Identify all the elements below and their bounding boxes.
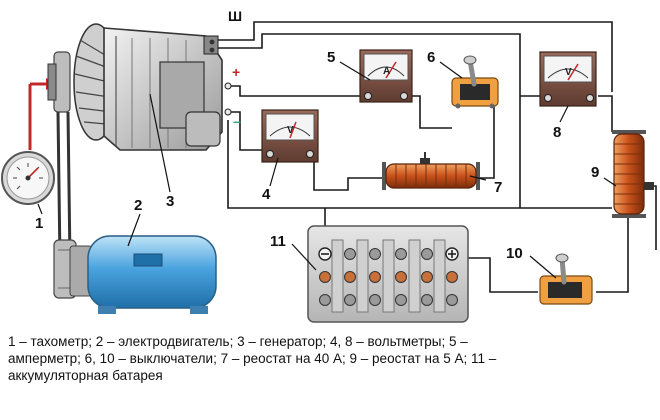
negative-terminal-label: –: [233, 113, 241, 129]
cell-connector: [382, 239, 395, 313]
cell-connector: [331, 239, 344, 313]
voltmeter-4: [261, 109, 319, 163]
rheostat-7: [382, 152, 480, 190]
cell-post: [395, 294, 407, 306]
battery-cells: [319, 239, 458, 313]
caption-line-1: 1 – тахометр; 2 – электродвигатель; 3 – …: [8, 334, 468, 349]
battery: [307, 225, 469, 323]
callout-7: 7: [494, 179, 502, 196]
voltmeter-8: [539, 51, 597, 107]
cell-post: [421, 271, 433, 283]
cell-post: [344, 248, 356, 260]
callout-4: 4: [262, 186, 271, 203]
wiring: [214, 21, 657, 293]
field-terminal-label: Ш: [228, 8, 242, 24]
cell-post: [369, 271, 381, 283]
cell-post: [446, 294, 458, 306]
positive-terminal-label: +: [232, 64, 240, 80]
callout-5: 5: [327, 49, 335, 66]
callout-1: 1: [35, 215, 43, 232]
cell-post: [369, 248, 381, 260]
cell-post: [446, 271, 458, 283]
callout-2: 2: [134, 197, 142, 214]
voltmeter-8-letter: V: [565, 67, 572, 78]
cell-post: [421, 294, 433, 306]
cell-post: [344, 294, 356, 306]
cell-post: [369, 294, 381, 306]
callout-8: 8: [553, 124, 561, 141]
cell-post: [395, 271, 407, 283]
cell-post: [344, 271, 356, 283]
switch-10: [539, 253, 593, 305]
diagram-caption: 1 – тахометр; 2 – электродвигатель; 3 – …: [8, 333, 648, 384]
callout-3: 3: [166, 193, 174, 210]
cell-post: [319, 294, 331, 306]
caption-line-3: аккумуляторная батарея: [8, 368, 163, 383]
generator: [73, 23, 232, 151]
voltmeter-4-letter: V: [287, 125, 294, 136]
caption-line-2: амперметр; 6, 10 – выключатели; 7 – реос…: [8, 351, 497, 366]
switch-6: [451, 55, 499, 109]
callout-11: 11: [270, 233, 286, 250]
cell-connector: [356, 239, 369, 313]
cell-connector: [408, 239, 421, 313]
ammeter-letter: A: [383, 66, 390, 77]
callout-10: 10: [506, 245, 523, 262]
cell-post: [421, 248, 433, 260]
electric-motor: [69, 235, 217, 314]
cell-post: [395, 248, 407, 260]
tachometer: [1, 78, 56, 205]
rheostat-9: [612, 130, 654, 218]
callout-6: 6: [427, 49, 435, 66]
cell-connector: [433, 239, 446, 313]
cell-post: [319, 271, 331, 283]
callout-9: 9: [591, 164, 599, 181]
callout-leaders: [37, 61, 617, 279]
ammeter: [359, 49, 413, 103]
